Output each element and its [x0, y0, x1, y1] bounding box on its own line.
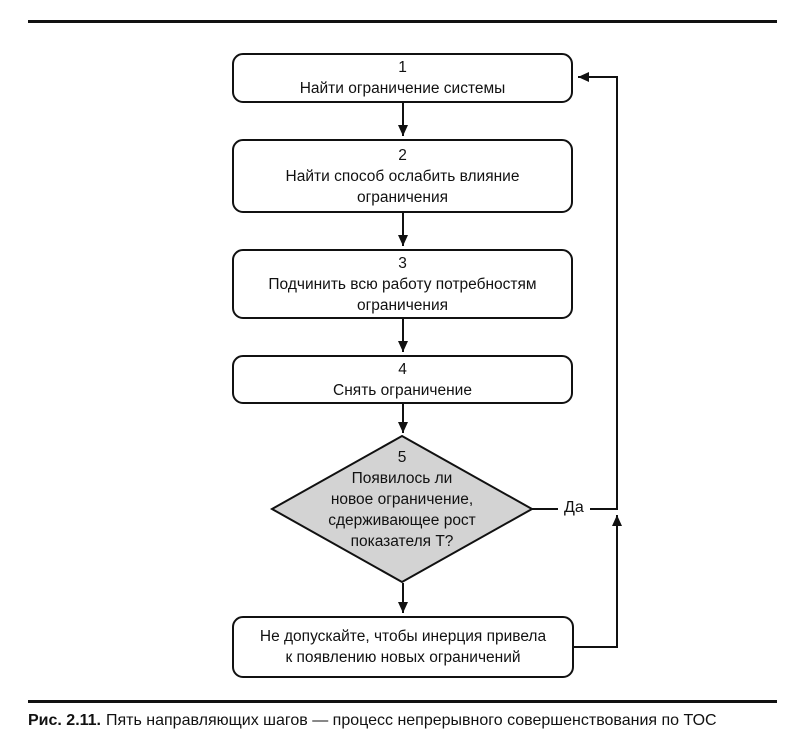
step-3-number: 3 [398, 254, 407, 272]
final-merge-to-loop [574, 515, 622, 648]
step-1-number: 1 [398, 59, 407, 76]
decision-line2: новое ограничение, [330, 491, 474, 508]
final-note-line2: к появлению новых ограничений [285, 649, 521, 666]
step-2-label-line2: ограничения [356, 188, 449, 206]
top-rule [28, 20, 777, 23]
step-3-label-line2: ограничения [356, 296, 449, 314]
step-1-box: 1 Найти ограничение системы [232, 53, 573, 103]
decision-line3: сдерживающее рост [328, 512, 476, 529]
figure-caption-text: Пять направляющих шагов — процесс непрер… [106, 712, 717, 729]
figure-caption-label: Рис. 2.11. [28, 712, 101, 729]
step-2-number: 2 [398, 146, 407, 164]
step-4-label: Снять ограничение [333, 381, 472, 399]
decision-line1: Появилось ли [351, 470, 453, 487]
step-3-box: 3 Подчинить всю работу потребностям огра… [232, 249, 573, 319]
decision-line4: показателя Т? [350, 533, 454, 550]
final-note-box: Не допускайте, чтобы инерция привела к п… [232, 616, 574, 678]
decision-text: 5 Появилось ли новое ограничение, сдержи… [282, 447, 522, 552]
step-2-box: 2 Найти способ ослабить влияние ограниче… [232, 139, 573, 213]
yes-branch-label: Да [558, 497, 590, 518]
bottom-rule [28, 700, 777, 703]
figure-caption: Рис. 2.11. Пять направляющих шагов — проц… [28, 710, 777, 731]
decision-diamond [269, 434, 535, 584]
step-1-label: Найти ограничение системы [299, 80, 506, 97]
step-4-box: 4 Снять ограничение [232, 355, 573, 404]
decision-number: 5 [397, 449, 407, 466]
step-3-label-line1: Подчинить всю работу потребностям [268, 275, 537, 293]
step-2-label-line1: Найти способ ослабить влияние [285, 167, 520, 185]
step-4-number: 4 [398, 360, 407, 378]
final-note-line1: Не допускайте, чтобы инерция привела [259, 628, 547, 645]
